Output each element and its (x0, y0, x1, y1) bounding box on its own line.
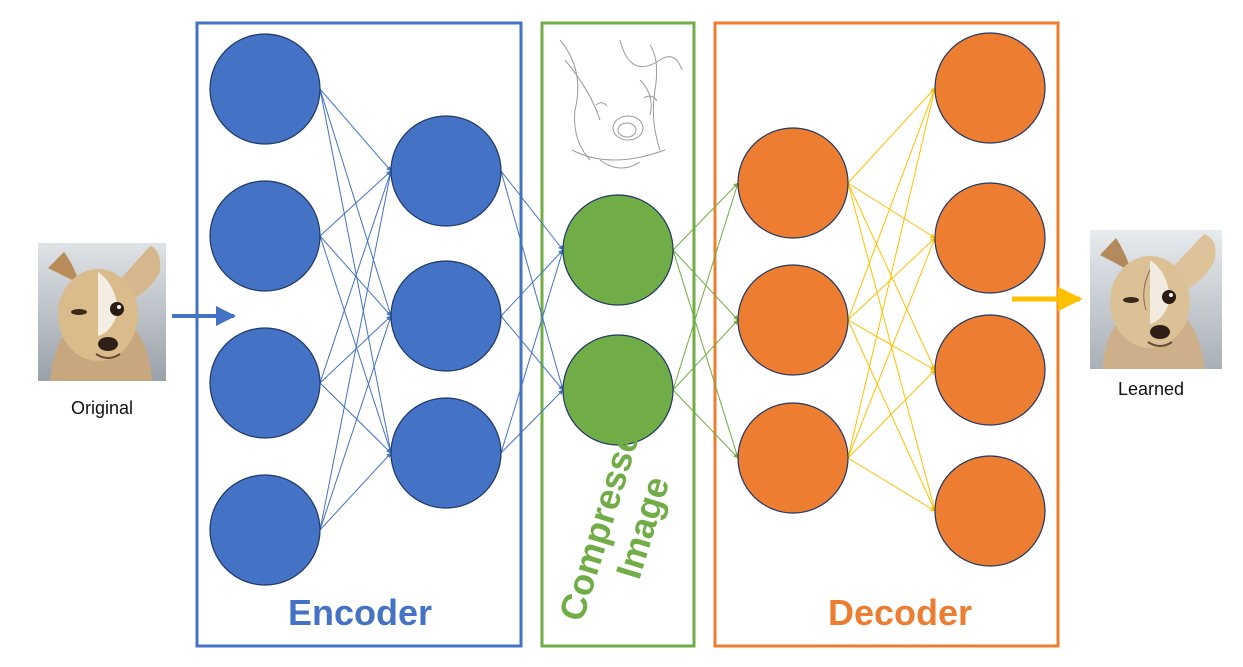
connection-2-1-0 (672, 182, 740, 391)
code-node-1 (562, 194, 674, 306)
decoder-output-node-3 (934, 314, 1046, 426)
encoder-label: Encoder (288, 592, 432, 633)
decoder-output-node-4 (934, 455, 1046, 567)
decoder-output-node-1 (934, 32, 1046, 144)
connection-0-2-2 (319, 382, 392, 454)
connection-0-3-2 (319, 452, 392, 531)
encoder-input-node-4 (209, 474, 321, 586)
compressed-box (540, 21, 696, 648)
connection-3-1-0 (847, 87, 936, 321)
connection-0-3-0 (319, 170, 393, 531)
encoder-hidden-node-1 (390, 115, 502, 227)
connection-0-3-1 (319, 315, 392, 531)
connection-3-2-3 (847, 457, 936, 512)
original-dog-image (38, 243, 166, 381)
connection-3-0-2 (847, 182, 936, 371)
compressed-image-label: Compressed Image (551, 405, 677, 626)
connection-2-1-2 (672, 389, 739, 459)
connections (319, 87, 937, 531)
connection-3-0-0 (847, 87, 936, 184)
connection-3-2-2 (847, 369, 936, 459)
connection-1-0-1 (500, 170, 565, 391)
encoder-hidden-node-2 (390, 260, 502, 372)
connection-2-1-1 (672, 319, 739, 391)
connection-3-1-3 (847, 319, 936, 512)
decoder-hidden-node-1 (737, 127, 849, 239)
connection-3-2-0 (847, 87, 937, 459)
code-node-2 (562, 334, 674, 446)
connection-1-0-0 (500, 170, 564, 251)
connection-3-0-1 (847, 182, 936, 239)
connection-0-0-1 (319, 88, 393, 317)
connection-1-2-0 (500, 249, 565, 454)
connection-2-0-2 (672, 249, 740, 459)
connection-0-1-2 (319, 235, 392, 454)
connection-0-2-0 (319, 170, 392, 384)
connection-0-0-2 (319, 88, 393, 454)
compressed-image-sketch (559, 39, 683, 169)
connection-1-2-1 (500, 389, 564, 454)
connection-1-1-0 (500, 249, 564, 317)
encoder-input-node-1 (209, 33, 321, 145)
connection-2-0-0 (672, 182, 739, 251)
decoder-output-node-2 (934, 182, 1046, 294)
learned-dog-image (1090, 230, 1222, 369)
decoder-hidden-node-2 (737, 264, 849, 376)
original-label: Original (71, 398, 133, 418)
connection-3-1-1 (847, 237, 936, 321)
connection-0-1-0 (319, 170, 392, 237)
neurons (209, 32, 1046, 586)
encoder-input-node-3 (209, 327, 321, 439)
decoder-label: Decoder (828, 592, 972, 633)
decoder-box (713, 21, 1060, 648)
encoder-hidden-node-3 (390, 397, 502, 509)
connection-3-1-2 (847, 319, 936, 371)
connection-3-2-1 (847, 237, 936, 459)
encoder-input-node-2 (209, 180, 321, 292)
decoder-hidden-node-3 (737, 402, 849, 514)
encoder-box (195, 21, 523, 648)
connection-0-0-0 (319, 88, 392, 172)
learned-label: Learned (1118, 379, 1184, 399)
